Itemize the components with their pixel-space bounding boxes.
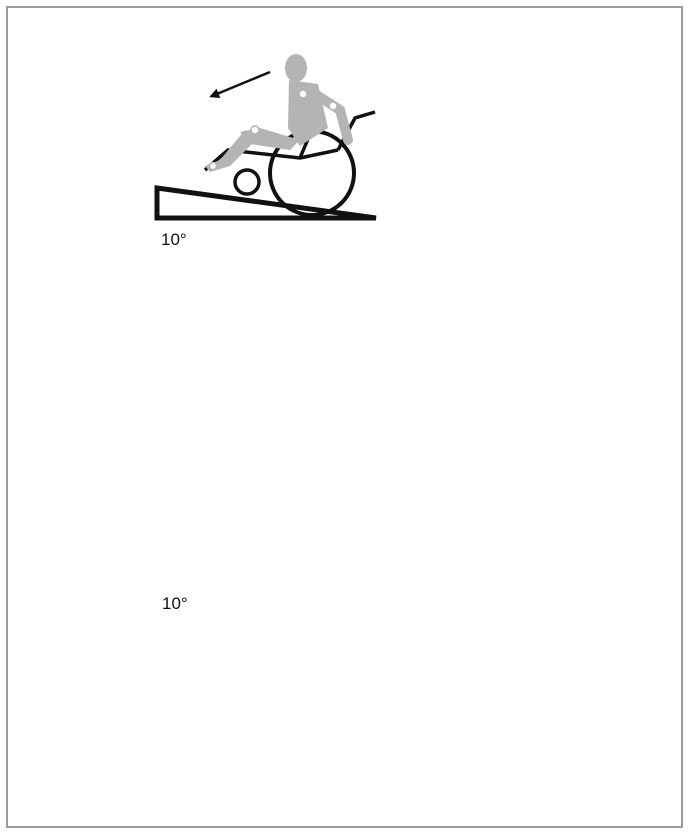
direction-arrow — [212, 72, 270, 96]
caster-wheel — [235, 170, 259, 194]
ramp-angle-label: 10° — [161, 230, 187, 250]
panel-ramp-up — [157, 54, 376, 218]
ramp-angle-label: 10° — [162, 594, 188, 614]
